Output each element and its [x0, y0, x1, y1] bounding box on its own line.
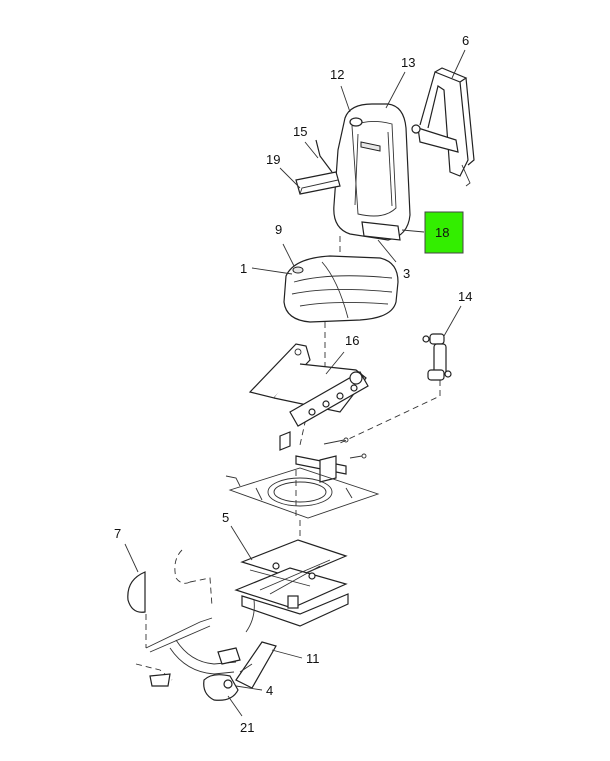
- callout-16[interactable]: 16: [345, 333, 359, 348]
- callout-18[interactable]: 18: [435, 225, 449, 240]
- control-lever-part: [203, 641, 277, 701]
- callout-11[interactable]: 11: [306, 651, 320, 666]
- callout-19[interactable]: 19: [266, 152, 280, 167]
- left-armrest-part: [295, 139, 341, 195]
- seat-back-part: [333, 103, 411, 241]
- callout-4[interactable]: 4: [266, 683, 273, 698]
- callout-12[interactable]: 12: [330, 67, 344, 82]
- leader-lines: [124, 49, 466, 717]
- callout-14[interactable]: 14: [458, 289, 472, 304]
- guide-line: [337, 380, 441, 445]
- shock-absorber-part: [422, 333, 452, 381]
- callout-3[interactable]: 3: [403, 266, 410, 281]
- mounting-bracket-part: [279, 431, 367, 483]
- seat-slide-frame-part: [248, 343, 369, 427]
- suspension-base-part: [234, 539, 349, 627]
- base-plate-part: [225, 467, 380, 519]
- callout-1[interactable]: 1: [240, 261, 247, 276]
- armrest-frame-part: [411, 67, 475, 187]
- callout-18-highlight[interactable]: [424, 211, 464, 254]
- callout-7[interactable]: 7: [114, 526, 121, 541]
- callout-5[interactable]: 5: [222, 510, 229, 525]
- callout-21[interactable]: 21: [240, 720, 254, 735]
- callout-13[interactable]: 13: [401, 55, 415, 70]
- callout-6[interactable]: 6: [462, 33, 469, 48]
- seat-cushion-part: [283, 255, 399, 323]
- callout-15[interactable]: 15: [293, 124, 307, 139]
- callout-9[interactable]: 9: [275, 222, 282, 237]
- air-line-part: [135, 599, 255, 687]
- side-cover-part: [127, 549, 213, 613]
